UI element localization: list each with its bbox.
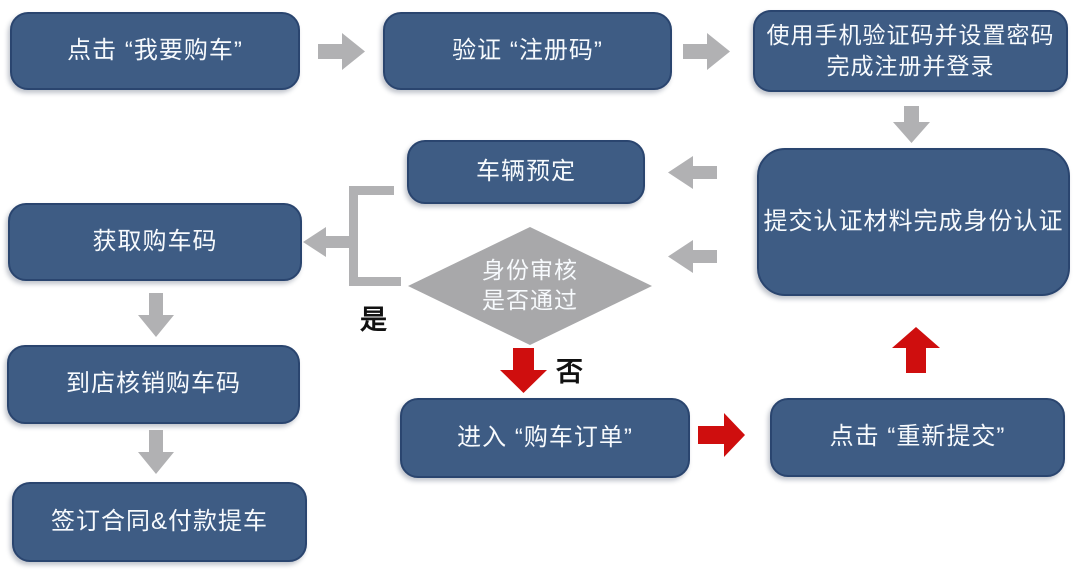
node-sign-contract-pay: 签订合同&付款提车 (12, 482, 307, 562)
decision-identity-review-label: 身份审核 是否通过 (482, 257, 578, 313)
arrow-right-icon (683, 33, 730, 70)
node-verify-registration-code: 验证 “注册码” (383, 12, 672, 90)
node-resubmit: 点击 “重新提交” (770, 398, 1065, 477)
arrow-down-red-icon (500, 348, 547, 393)
node-vehicle-reservation: 车辆预定 (407, 140, 645, 204)
connector-bracket-bottom (349, 277, 401, 286)
label-yes: 是 (360, 305, 388, 335)
arrow-down-icon (138, 430, 174, 474)
arrow-left-icon (303, 227, 351, 257)
connector-bracket-vertical (349, 186, 358, 286)
node-get-purchase-code: 获取购车码 (8, 203, 302, 281)
arrow-right-red-icon (698, 413, 745, 457)
node-submit-identity-materials: 提交认证材料完成身份认证 (757, 148, 1070, 296)
node-register-and-login: 使用手机验证码并设置密码 完成注册并登录 (753, 10, 1068, 92)
node-purchase-order: 进入 “购车订单” (400, 398, 690, 478)
arrow-right-icon (318, 33, 365, 70)
label-no: 否 (556, 357, 584, 387)
node-click-buy: 点击 “我要购车” (10, 12, 300, 90)
decision-identity-review-shape (408, 227, 652, 345)
node-redeem-purchase-code: 到店核销购车码 (7, 345, 300, 424)
arrow-down-icon (893, 106, 930, 143)
arrow-up-red-icon (892, 327, 940, 373)
arrow-left-icon (668, 240, 717, 273)
connector-bracket-top (349, 186, 394, 195)
arrow-left-icon (668, 156, 717, 189)
arrow-down-icon (138, 293, 174, 337)
